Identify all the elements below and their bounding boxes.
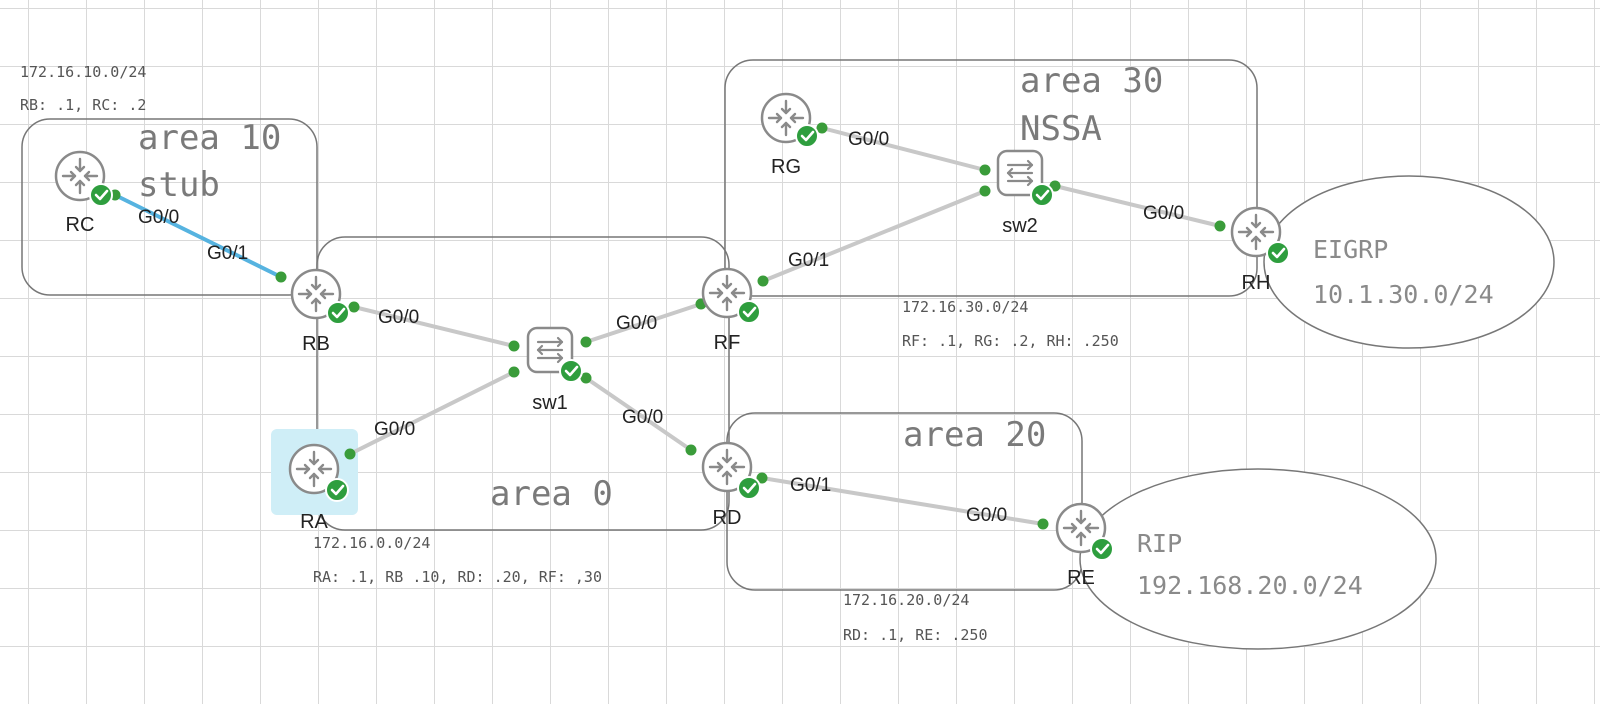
device-label-rf: RF [714, 332, 741, 354]
link-rg-sw2[interactable] [821, 126, 986, 172]
device-ra[interactable]: RA [288, 443, 350, 533]
device-label-rd: RD [713, 507, 742, 529]
status-ok-icon [794, 123, 820, 149]
area0-box[interactable] [316, 236, 730, 531]
link-rh-sw2[interactable] [1054, 184, 1221, 228]
area20-title: area 20 [903, 415, 1046, 455]
port-rh-g0-0[interactable] [1214, 220, 1226, 232]
rip-cloud[interactable] [1079, 468, 1437, 650]
link-rd-sw1[interactable] [584, 376, 693, 452]
device-label-rb: RB [302, 333, 330, 355]
status-ok-icon [324, 477, 350, 503]
area30-title: area 30 [1020, 61, 1163, 101]
if-rb-g0-1: G0/1 [207, 243, 248, 264]
link-rf-sw1[interactable] [585, 302, 702, 344]
device-rd[interactable]: RD [701, 441, 762, 529]
device-re[interactable]: RE [1055, 502, 1115, 589]
if-rh-g0-0: G0/0 [1143, 203, 1184, 224]
net0-addresses: RA: .1, RB .10, RD: .20, RF: ,30 [313, 568, 602, 586]
if-rb-g0-0: G0/0 [378, 307, 419, 328]
port-re-g0-0[interactable] [1037, 518, 1049, 530]
net10-addresses: RB: .1, RC: .2 [20, 96, 146, 114]
port-sw2-b[interactable] [979, 185, 991, 197]
device-label-rc: RC [66, 214, 95, 236]
area10-box[interactable] [21, 118, 318, 296]
link-rf-sw2[interactable] [762, 189, 986, 283]
device-label-sw2: sw2 [1002, 215, 1038, 237]
net20-addresses: RD: .1, RE: .250 [843, 626, 988, 644]
port-rd-g0-0[interactable] [685, 444, 697, 456]
if-re-g0-0: G0/0 [966, 505, 1007, 526]
port-sw2-a[interactable] [979, 164, 991, 176]
link-rc-rb[interactable] [114, 193, 282, 279]
device-label-re: RE [1067, 567, 1095, 589]
status-ok-icon [558, 358, 584, 384]
status-ok-icon [1029, 182, 1055, 208]
area0-title: area 0 [490, 474, 613, 514]
device-label-sw1: sw1 [532, 392, 568, 414]
if-rf-g0-1: G0/1 [788, 250, 829, 271]
eigrp-network: 10.1.30.0/24 [1313, 280, 1494, 309]
rip-network: 192.168.20.0/24 [1137, 571, 1363, 600]
link-ra-sw1[interactable] [349, 370, 515, 456]
area30-box[interactable] [724, 59, 1258, 297]
port-sw1-b[interactable] [508, 366, 520, 378]
device-sw2[interactable]: sw2 [996, 149, 1055, 237]
net30-addresses: RF: .1, RG: .2, RH: .250 [902, 332, 1119, 350]
device-rb[interactable]: RB [290, 268, 351, 355]
area20-box[interactable] [726, 412, 1083, 591]
eigrp-label: EIGRP [1313, 235, 1388, 264]
port-rb-g0-1[interactable] [275, 271, 287, 283]
status-ok-icon [325, 300, 351, 326]
if-rc-g0-0: G0/0 [138, 207, 179, 228]
port-sw2-c[interactable] [1049, 180, 1061, 192]
if-rg-g0-0: G0/0 [848, 129, 889, 150]
area30-subtitle: NSSA [1020, 109, 1102, 149]
link-rb-sw1[interactable] [353, 305, 515, 348]
port-rg-g0-0[interactable] [816, 122, 828, 134]
port-sw1-d[interactable] [580, 372, 592, 384]
port-ra-g0-0[interactable] [344, 448, 356, 460]
device-rg[interactable]: RG [760, 92, 820, 178]
status-ok-icon [736, 475, 762, 501]
port-rb-g0-0[interactable] [348, 301, 360, 313]
link-rd-re[interactable] [761, 476, 1044, 526]
status-ok-icon [736, 299, 762, 325]
device-label-ra: RA [300, 511, 328, 533]
device-rh[interactable]: RH [1230, 206, 1291, 294]
status-ok-icon [1265, 240, 1291, 266]
rip-label: RIP [1137, 529, 1182, 558]
area10-subtitle: stub [138, 165, 220, 205]
device-rc[interactable]: RC [54, 150, 114, 236]
net10-subnet: 172.16.10.0/24 [20, 63, 146, 81]
port-sw1-c[interactable] [580, 336, 592, 348]
if-ra-g0-0: G0/0 [374, 419, 415, 440]
net30-subnet: 172.16.30.0/24 [902, 298, 1028, 316]
port-rd-g0-1[interactable] [756, 472, 768, 484]
port-sw1-a[interactable] [508, 340, 520, 352]
if-rf-g0-0: G0/0 [616, 313, 657, 334]
eigrp-cloud[interactable] [1263, 175, 1555, 349]
area10-title: area 10 [138, 118, 281, 158]
net0-subnet: 172.16.0.0/24 [313, 534, 430, 552]
net20-subnet: 172.16.20.0/24 [843, 591, 969, 609]
status-ok-icon [1089, 536, 1115, 562]
device-sw1[interactable]: sw1 [526, 326, 584, 414]
device-label-rg: RG [771, 156, 801, 178]
status-ok-icon [88, 182, 114, 208]
if-rd-g0-0: G0/0 [622, 407, 663, 428]
if-rd-g0-1: G0/1 [790, 475, 831, 496]
port-rf-g0-1[interactable] [757, 275, 769, 287]
device-label-rh: RH [1242, 272, 1271, 294]
device-rf[interactable]: RF [701, 267, 762, 354]
